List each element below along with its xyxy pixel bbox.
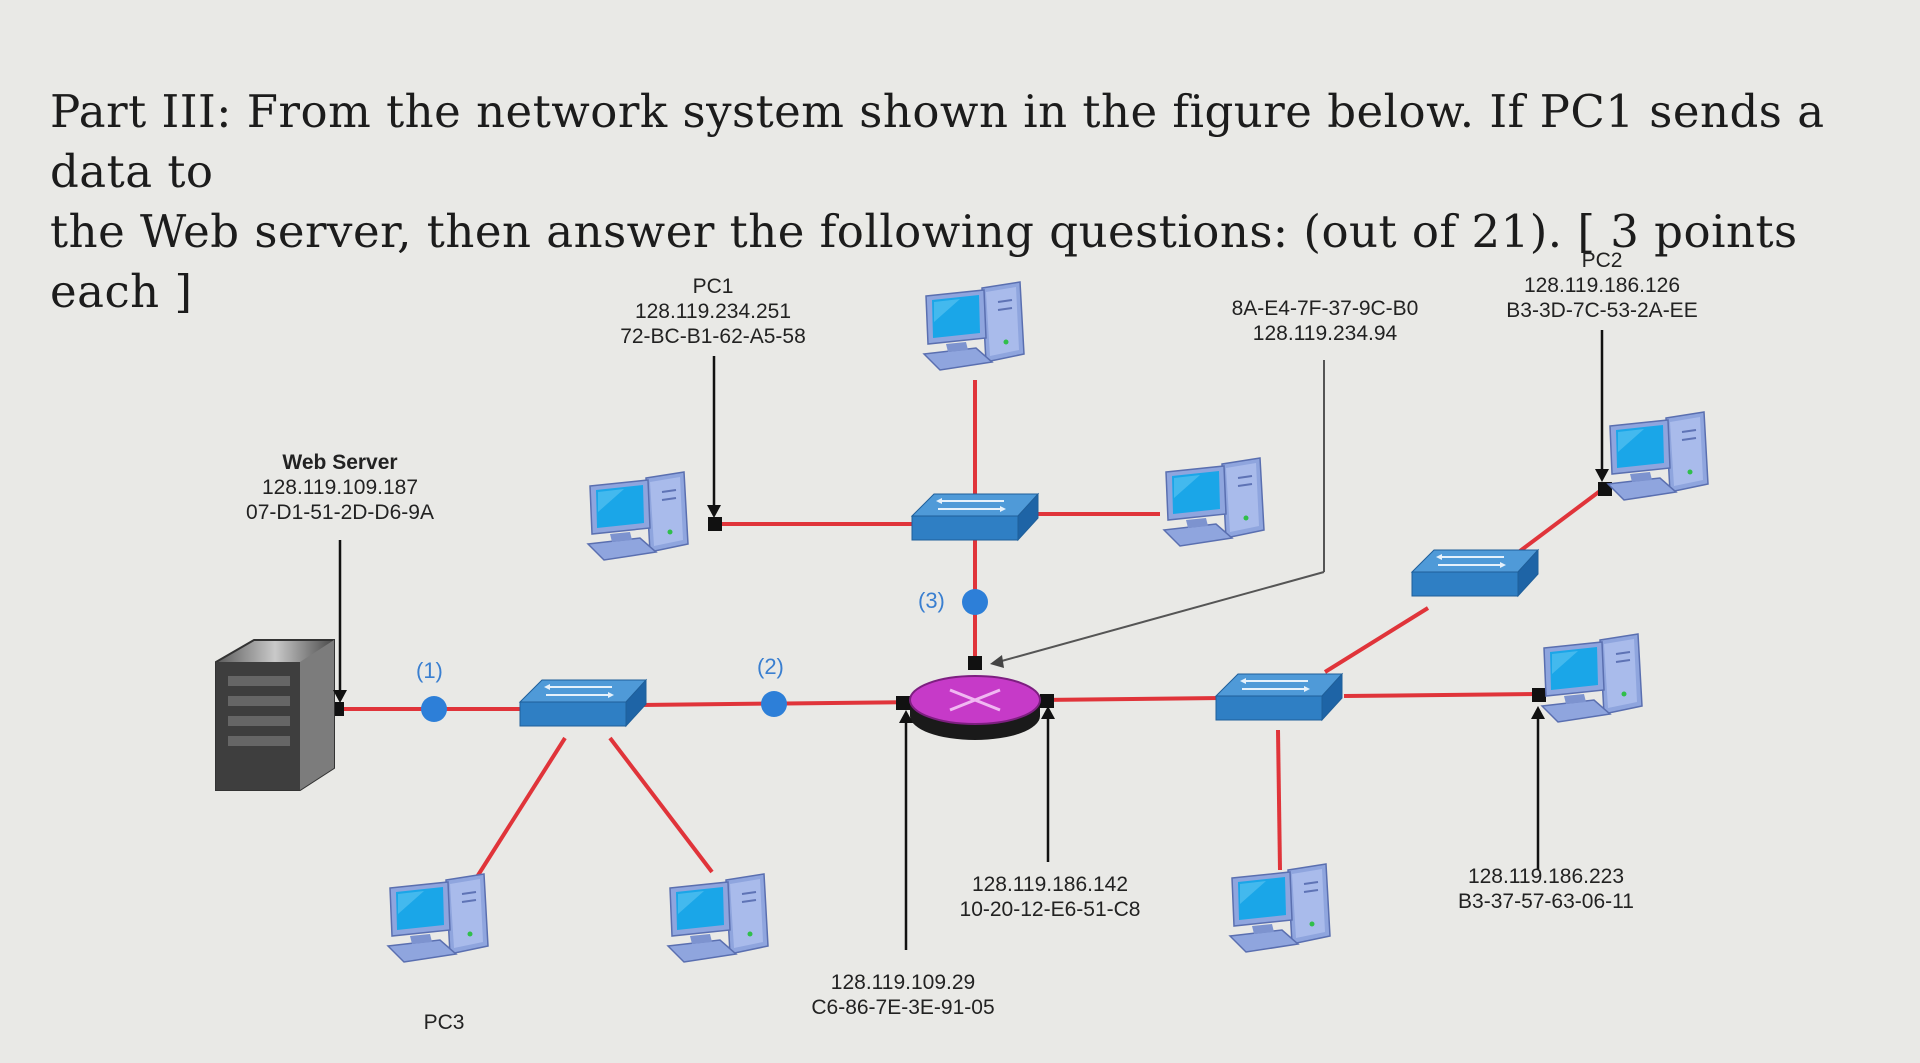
web-server-label: Web Server 128.119.109.187 07-D1-51-2D-D…	[212, 450, 468, 525]
router-left-ip: 128.119.109.29	[830, 971, 976, 994]
annotation-arrows	[333, 330, 1609, 950]
pc1-label: PC1 128.119.234.251 72-BC-B1-62-A5-58	[598, 274, 828, 349]
right-host-label: 128.119.186.223 B3-37-57-63-06-11	[1434, 864, 1658, 914]
router-top-label: 8A-E4-7F-37-9C-B0 128.119.234.94	[1205, 296, 1445, 346]
markers	[421, 589, 988, 722]
pc3-name: PC3	[423, 1011, 465, 1034]
router-left-mac: C6-86-7E-3E-91-05	[811, 996, 995, 1019]
question-line-1: Part III: From the network system shown …	[50, 85, 1825, 198]
switch-left-icon	[519, 679, 647, 727]
pc-top-icon	[923, 281, 1025, 371]
pc1-mac: 72-BC-B1-62-A5-58	[620, 325, 806, 348]
web-server-icon	[215, 639, 335, 791]
marker-2-dot	[761, 691, 787, 717]
web-server-mac: 07-D1-51-2D-D6-9A	[246, 501, 434, 524]
link-switch-pc2	[1506, 486, 1606, 562]
router-right-label: 128.119.186.142 10-20-12-E6-51-C8	[938, 872, 1162, 922]
link-switch-host-right	[1343, 692, 1539, 698]
router-right-mac: 10-20-12-E6-51-C8	[959, 898, 1141, 921]
pc2-icon	[1607, 411, 1709, 501]
pc3-icon	[387, 873, 489, 963]
web-server-name: Web Server	[282, 451, 398, 474]
pc-host-right-icon	[1541, 633, 1643, 723]
marker-3-label: (3)	[918, 588, 945, 613]
switch-far-right-icon	[1411, 549, 1539, 597]
pc2-ip: 128.119.186.126	[1523, 274, 1681, 297]
link-switch-pc-bottom	[1276, 729, 1282, 871]
pc2-label: PC2 128.119.186.126 B3-3D-7C-53-2A-EE	[1482, 248, 1722, 323]
router-top-ip: 128.119.234.94	[1252, 322, 1398, 345]
link-router-switch-right	[1039, 696, 1223, 702]
pc1-name: PC1	[692, 275, 734, 298]
marker-1-label: (1)	[416, 658, 443, 683]
router-icon	[909, 675, 1041, 740]
pc1-icon	[587, 471, 689, 561]
pc-right-icon	[1163, 457, 1265, 547]
router-right-ip: 128.119.186.142	[971, 873, 1129, 896]
link-switch-pc3	[473, 736, 567, 882]
link-switch-switch	[1323, 606, 1430, 674]
marker-1-dot	[421, 696, 447, 722]
marker-2-label: (2)	[757, 654, 784, 679]
switch-top-icon	[911, 493, 1039, 541]
pc2-mac: B3-3D-7C-53-2A-EE	[1506, 299, 1698, 322]
marker-3-dot	[962, 589, 988, 615]
right-host-ip: 128.119.186.223	[1467, 865, 1625, 888]
web-server-ip: 128.119.109.187	[261, 476, 419, 499]
router-top-mac: 8A-E4-7F-37-9C-B0	[1231, 297, 1419, 320]
pc-bottom-right-icon	[1229, 863, 1331, 953]
question-line-2: the Web server, then answer the followin…	[50, 205, 1798, 318]
switch-right-icon	[1215, 673, 1343, 721]
pc3-label: PC3	[404, 1010, 484, 1035]
links	[342, 380, 1606, 882]
right-host-mac: B3-37-57-63-06-11	[1458, 890, 1634, 913]
pc-bottom-left-icon	[667, 873, 769, 963]
router-left-label: 128.119.109.29 C6-86-7E-3E-91-05	[790, 970, 1016, 1020]
router-top-annotation	[990, 360, 1325, 668]
question-text: Part III: From the network system shown …	[50, 82, 1830, 322]
pc2-name: PC2	[1581, 249, 1623, 272]
link-switch-pc4	[608, 736, 714, 874]
pc1-ip: 128.119.234.251	[634, 300, 792, 323]
